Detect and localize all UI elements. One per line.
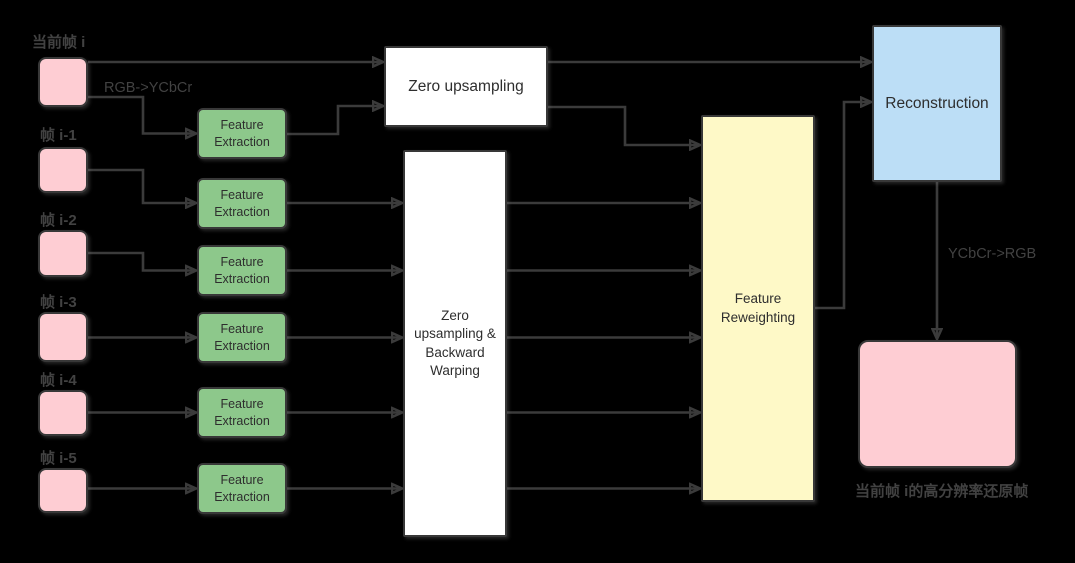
frame-i5-node: [38, 468, 88, 513]
feature-extraction-node-4: Feature Extraction: [197, 312, 287, 363]
feature-extraction-node-5: Feature Extraction: [197, 387, 287, 438]
edge-feature-extraction-1-to-zero-upsampling: [287, 106, 382, 136]
feature-extraction-node-1: Feature Extraction: [197, 108, 287, 159]
output-frame-caption: 当前帧 i的高分辨率还原帧: [855, 483, 1029, 500]
edge-frame-i2-to-feature-extraction-3: [88, 251, 195, 271]
frame-i3-node: [38, 312, 88, 362]
edge-current-frame-to-feature-extraction-1: [88, 95, 195, 134]
frame-i2-label: 帧 i-2: [40, 212, 77, 229]
feature-extraction-node-6: Feature Extraction: [197, 463, 287, 514]
current-frame-node: [38, 57, 88, 107]
reconstruction-node: Reconstruction: [872, 25, 1002, 182]
rgb-to-ycbcr-label: RGB->YCbCr: [104, 80, 193, 96]
frame-i1-node: [38, 147, 88, 193]
frame-i4-label: 帧 i-4: [40, 372, 77, 389]
frame-i4-node: [38, 390, 88, 436]
frame-i5-label: 帧 i-5: [40, 450, 77, 467]
output-frame-node: [858, 340, 1017, 468]
feature-extraction-node-2: Feature Extraction: [197, 178, 287, 229]
frame-i1-label: 帧 i-1: [40, 127, 77, 144]
current-frame-label: 当前帧 i: [32, 34, 86, 51]
frame-i2-node: [38, 230, 88, 277]
zero-upsampling-node: Zero upsampling: [384, 46, 548, 127]
zero-upsampling-backward-warping-node: Zero upsampling & Backward Warping: [403, 150, 507, 537]
feature-reweighting-node: Feature Reweighting: [701, 115, 815, 502]
ycbcr-to-rgb-label: YCbCr->RGB: [948, 246, 1037, 262]
edge-frame-i1-to-feature-extraction-2: [88, 168, 195, 203]
edge-zero-upsampling-to-reweighting: [548, 105, 699, 145]
feature-extraction-node-3: Feature Extraction: [197, 245, 287, 296]
frame-i3-label: 帧 i-3: [40, 294, 77, 311]
edge-reweighting-to-reconstruction: [815, 102, 870, 310]
